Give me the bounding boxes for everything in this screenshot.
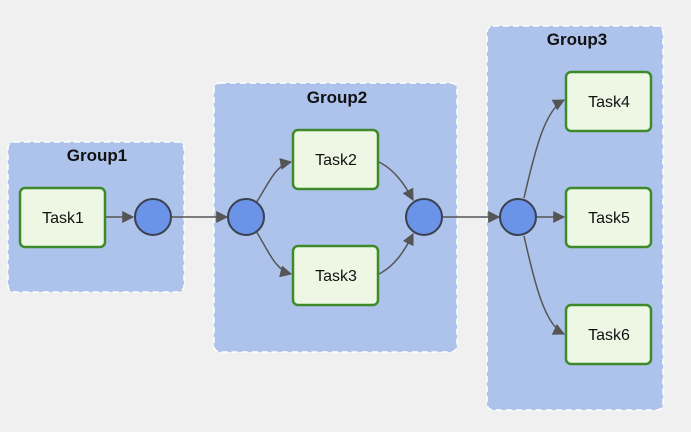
task-3[interactable]: Task3: [291, 244, 380, 307]
connector-node-2: [227, 198, 265, 236]
edge-node4-to-task4: [523, 99, 566, 199]
edge-node2-to-task2: [255, 158, 293, 204]
group-2-label: Group2: [307, 88, 367, 107]
task-2-box[interactable]: [291, 128, 380, 191]
task-6[interactable]: Task6: [564, 303, 653, 366]
edge-task3-to-node3: [378, 232, 414, 275]
task-1[interactable]: Task1: [18, 186, 107, 249]
task-4-box[interactable]: [564, 70, 653, 133]
connector-node-1: [134, 198, 172, 236]
task-1-label: Task1: [42, 210, 84, 227]
group-3-label: Group3: [547, 30, 607, 49]
task-5-box[interactable]: [564, 186, 653, 249]
task-1-box[interactable]: [18, 186, 107, 249]
task-6-box[interactable]: [564, 303, 653, 366]
task-5[interactable]: Task5: [564, 186, 653, 249]
edges: [106, 99, 566, 335]
task-6-label: Task6: [588, 327, 630, 344]
task-5-label: Task5: [588, 210, 630, 227]
task-3-label: Task3: [315, 268, 357, 285]
task-3-box[interactable]: [291, 244, 380, 307]
connector-node-4: [499, 198, 537, 236]
edge-task2-to-node3: [378, 161, 414, 202]
task-2[interactable]: Task2: [291, 128, 380, 191]
group-1-label: Group1: [67, 146, 127, 165]
task-4[interactable]: Task4: [564, 70, 653, 133]
task-4-label: Task4: [588, 94, 630, 111]
edge-node2-to-task3: [255, 230, 293, 278]
edge-node4-to-task6: [523, 235, 566, 335]
connector-node-3: [405, 198, 443, 236]
task-2-label: Task2: [315, 152, 357, 169]
